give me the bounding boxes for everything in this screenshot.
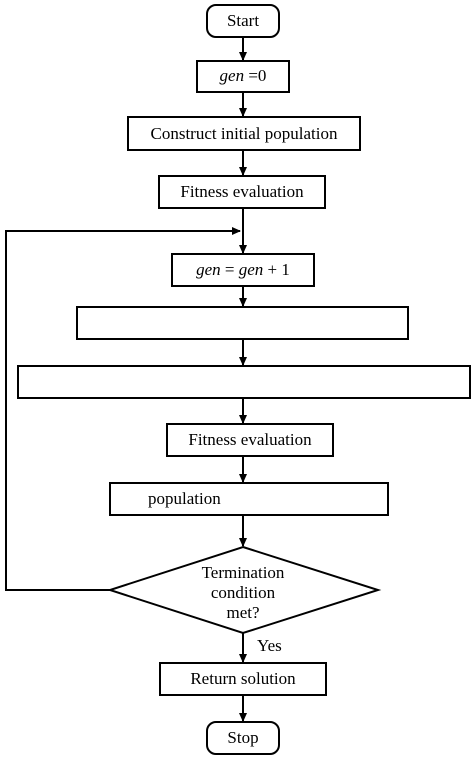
yes-label: Yes <box>257 636 282 655</box>
blank-box-1 <box>76 306 409 340</box>
stop-node <box>206 721 280 755</box>
fitness-box-1 <box>158 175 326 209</box>
fitness-label-1: Fitness evaluation <box>180 182 304 201</box>
gen-inc-var2: gen <box>238 260 264 279</box>
gen-init-label: gen =0 <box>197 66 289 86</box>
gen-inc-mid: = <box>220 260 239 279</box>
gen-init-rest: =0 <box>244 66 267 85</box>
fitness-box-2 <box>166 423 334 457</box>
decision-label-line3: met? <box>226 603 260 622</box>
gen-inc-rest: + 1 <box>263 260 290 279</box>
decision-label-line1: Termination <box>201 563 285 582</box>
stop-label: Stop <box>227 728 259 747</box>
decision-label-line2: condition <box>210 583 276 602</box>
start-label: Start <box>226 11 260 30</box>
gen-increment-label: gen = gen + 1 <box>172 260 314 280</box>
gen-init-box <box>196 60 290 93</box>
population-label: population <box>148 489 221 508</box>
fitness-label-2: Fitness evaluation <box>188 430 312 449</box>
population-box <box>109 482 389 516</box>
gen-inc-var1: gen <box>196 260 221 279</box>
construct-label: Construct initial population <box>150 124 338 143</box>
gen-increment-box <box>171 253 315 287</box>
loop-back-line <box>5 227 241 591</box>
gen-init-var: gen <box>219 66 245 85</box>
return-label: Return solution <box>190 669 296 688</box>
return-box <box>159 662 327 696</box>
blank-box-2 <box>17 365 471 399</box>
